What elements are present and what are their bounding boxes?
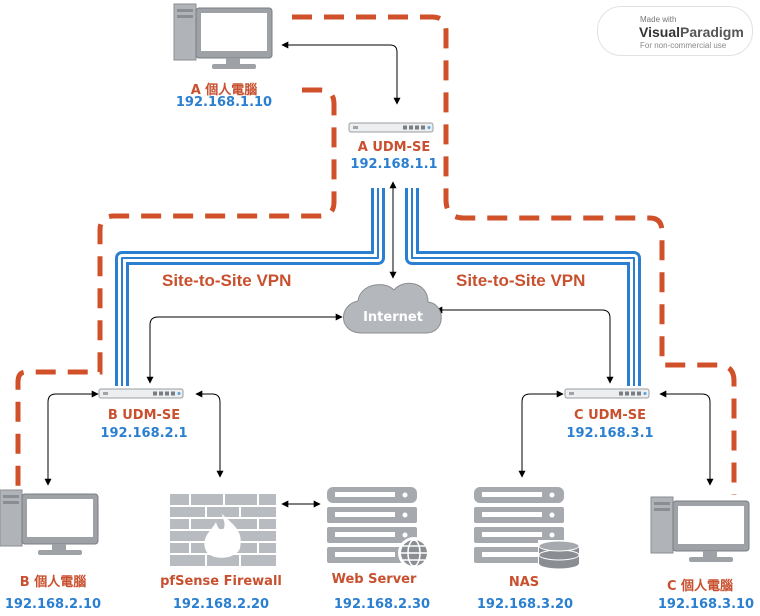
vpn-right-label: Site-to-Site VPN bbox=[456, 271, 586, 290]
firewall-icon bbox=[170, 494, 276, 566]
nas-name: NAS bbox=[508, 575, 540, 590]
arrow-budm-bpc bbox=[44, 390, 99, 486]
database-icon bbox=[538, 540, 580, 570]
c-pc-ip: 192.168.3.10 bbox=[657, 597, 755, 612]
watermark-brand: VisualParadigm bbox=[639, 24, 744, 40]
pfsense-ip: 192.168.2.20 bbox=[172, 597, 270, 612]
a-pc-name: A 個人電腦 bbox=[190, 83, 258, 98]
arrow-internet-cudm bbox=[435, 306, 614, 384]
a-pc-ip: 192.168.1.10 bbox=[175, 95, 273, 110]
web-server-name: Web Server bbox=[331, 572, 417, 587]
c-udm-icon bbox=[564, 388, 650, 399]
b-pc-ip: 192.168.2.10 bbox=[4, 597, 102, 612]
a-pc-icon bbox=[173, 3, 273, 70]
arrow-internet-budm bbox=[146, 313, 343, 384]
a-udm-icon bbox=[348, 122, 434, 133]
pfsense-name: pfSense Firewall bbox=[160, 574, 282, 589]
watermark-made-with: Made with bbox=[640, 15, 677, 24]
brand-visual: Visual bbox=[639, 24, 680, 40]
nas-ip: 192.168.3.20 bbox=[476, 597, 574, 612]
connection-arrows bbox=[44, 41, 714, 508]
c-udm-ip: 192.168.3.1 bbox=[566, 426, 654, 441]
watermark-badge: Made with VisualParadigm For non-commerc… bbox=[597, 6, 753, 56]
globe-icon bbox=[398, 537, 430, 569]
b-udm-icon bbox=[98, 388, 184, 399]
a-udm-ip: 192.168.1.1 bbox=[350, 157, 438, 172]
a-udm-name: A UDM-SE bbox=[357, 140, 431, 155]
arrow-cudm-cpc bbox=[659, 390, 714, 486]
arrow-budm-pfsense bbox=[195, 390, 224, 478]
internet-cloud-icon bbox=[343, 282, 442, 334]
c-pc-icon bbox=[650, 496, 750, 563]
b-pc-name: B 個人電腦 bbox=[19, 575, 87, 590]
c-udm-name: C UDM-SE bbox=[574, 408, 646, 423]
watermark-usage: For non-commercial use bbox=[640, 41, 727, 50]
web-server-ip: 192.168.2.30 bbox=[333, 597, 431, 612]
b-udm-ip: 192.168.2.1 bbox=[100, 426, 188, 441]
brand-paradigm: Paradigm bbox=[680, 24, 744, 40]
zone-a-c-border bbox=[292, 14, 737, 495]
c-pc-name: C 個人電腦 bbox=[666, 579, 734, 594]
vpn-tunnels bbox=[115, 188, 641, 386]
flame-icon bbox=[204, 514, 241, 558]
internet-label: Internet bbox=[363, 310, 423, 325]
vpn-left-label: Site-to-Site VPN bbox=[162, 271, 292, 290]
b-udm-name: B UDM-SE bbox=[107, 408, 181, 423]
b-pc-icon bbox=[0, 489, 99, 556]
arrow-cudm-nas bbox=[518, 390, 564, 478]
arrow-apc-audm bbox=[281, 41, 401, 105]
